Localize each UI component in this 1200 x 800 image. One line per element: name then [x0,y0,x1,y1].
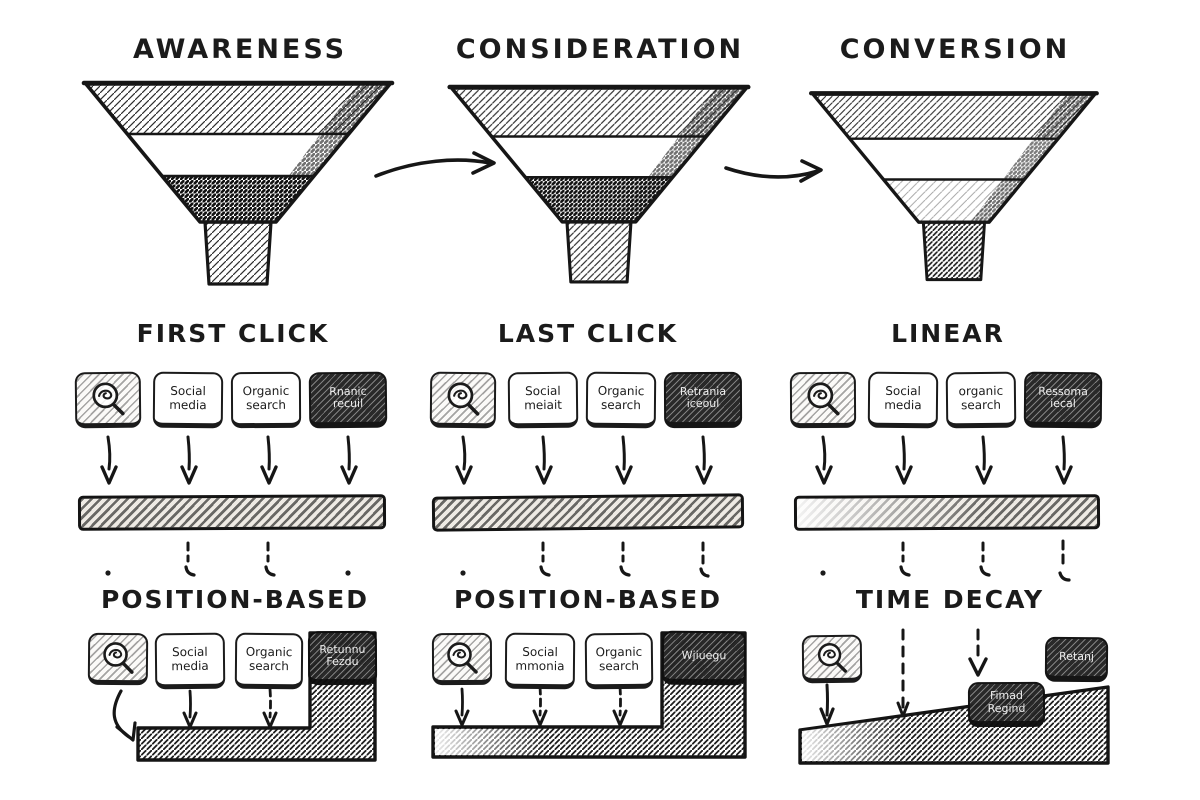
magnifier-icon [802,377,844,419]
time-decay-wedge-bar [798,628,1110,765]
funnel-arrow-2 [724,159,823,183]
channel-box-direct [74,371,142,429]
section-title: LAST CLICK [497,319,679,348]
channel-box-direct [801,634,863,684]
channel-box: Social media [154,632,226,690]
section-linear: LINEAR Social media organic search Resso… [788,315,1108,585]
channel-box: Organic search [230,371,302,429]
stage-title-awareness: AWARENESS [132,34,348,65]
channel-label: organic search [958,383,1004,412]
channel-label: Social media [169,383,207,412]
channel-label: Retrania iceoul [679,384,727,411]
channel-box-dark: Retunnu Fezdu [307,630,378,686]
magnifier-icon [813,638,851,676]
section-time-decay: TIME DECAY Fimad Regind Retanj [790,585,1110,785]
channel-label: Rnanic recuil [329,384,367,411]
channel-box-dark: Wjiuegu [661,630,747,686]
channel-label: Social mmonia [515,644,565,673]
down-arrows [815,435,1073,485]
down-arrows [100,435,358,485]
channel-label: Social meiait [524,383,563,412]
channel-label: Wjiuegu [681,648,727,663]
section-title: POSITION-BASED [453,585,723,614]
channel-label: Organic search [245,644,293,673]
channel-box-direct [429,371,497,429]
channel-box: organic search [945,371,1017,429]
channel-box-dark: Ressoma iecal [1023,371,1103,429]
magnifier-icon [98,637,138,677]
channel-label: Organic search [597,383,645,412]
channel-label: Ressoma iecal [1038,384,1088,411]
section-last-click: LAST CLICK Social meiait Organic search … [428,315,748,585]
attribution-bar [431,493,745,532]
section-title: FIRST CLICK [136,319,330,348]
section-position-based-2: POSITION-BASED Social mmonia Organic sea… [428,585,748,785]
section-title: LINEAR [891,319,1005,348]
stage-title-consideration: CONSIDERATION [455,34,745,65]
channel-box: Social media [152,371,224,429]
funnel-conversion [808,91,1099,282]
channel-box: Organic search [584,632,654,690]
channel-box: Organic search [585,371,657,429]
funnel-arrow-1 [374,151,496,178]
channel-box-dark: Fimad Regind [967,681,1046,728]
attribution-bar [77,494,387,531]
faded-dash-marks [460,541,710,578]
channel-box-direct [431,632,493,686]
channel-label: Retunnu Fezdu [319,642,366,669]
channel-box-direct [789,371,857,429]
channel-label: Social media [884,383,922,412]
channel-box: Social mmonia [504,632,576,690]
section-position-based-1: POSITION-BASED Social media Organic sear… [75,585,395,785]
channel-box-dark: Retanj [1044,636,1109,683]
magnifier-icon [87,377,129,419]
down-arrows [455,435,713,485]
channel-box: Social media [867,371,939,429]
channel-box-dark: Retrania iceoul [663,371,743,429]
channel-box: Social meiait [507,371,579,429]
channel-label: Organic search [242,383,290,412]
section-first-click: FIRST CLICK Social media Organic search … [73,315,393,585]
attribution-bar [793,494,1101,531]
section-title: POSITION-BASED [100,585,370,614]
funnel-consideration [447,84,751,284]
channel-label: Social media [171,644,209,673]
channel-label: Organic search [595,644,643,673]
channel-label: Fimad Regind [987,689,1026,715]
faded-dash-marks [105,541,351,577]
magnifier-icon [442,377,484,419]
channel-box-direct [87,632,149,686]
channel-label: Retanj [1058,650,1095,664]
section-title: TIME DECAY [855,585,1045,614]
funnel-awareness [81,80,395,286]
stage-title-conversion: CONVERSION [839,34,1071,65]
magnifier-icon [442,637,482,677]
channel-box: Organic search [234,632,304,690]
channel-box-dark: Rnanic recuil [308,371,388,429]
faded-dash-marks [820,539,1071,582]
